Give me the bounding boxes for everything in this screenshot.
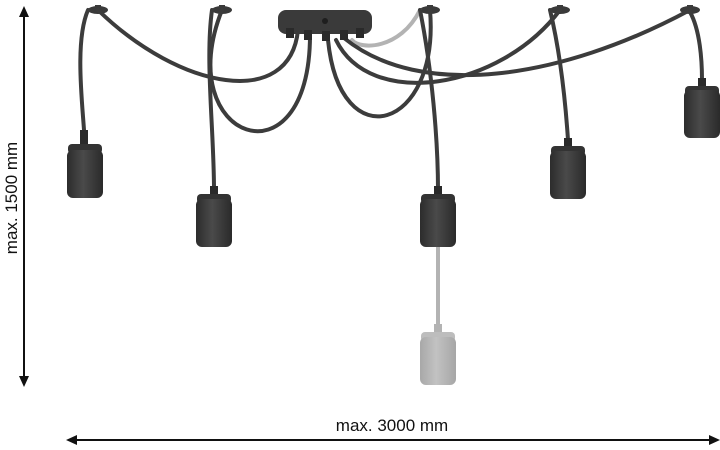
cable (688, 10, 704, 82)
height-arrow-head-bottom (19, 376, 29, 387)
ceiling-hooks (88, 5, 700, 14)
cables (78, 8, 704, 192)
width-dimension: max. 3000 mm (66, 416, 720, 445)
width-arrow-head-right (709, 435, 720, 445)
height-dimension: max. 1500 mm (2, 6, 29, 387)
cable (207, 8, 216, 192)
pendant-1 (67, 130, 103, 198)
width-arrow-head-left (66, 435, 77, 445)
cable (418, 8, 440, 192)
cable (548, 8, 570, 142)
cable (342, 8, 692, 78)
cable (78, 8, 90, 132)
ceiling-canopy (278, 10, 372, 41)
height-arrow-head-top (19, 6, 29, 17)
pendant-5 (684, 78, 720, 138)
width-label: max. 3000 mm (336, 416, 448, 435)
pendant-4 (550, 138, 586, 199)
height-label: max. 1500 mm (2, 142, 21, 254)
pendant-2 (196, 186, 232, 247)
cable (96, 8, 300, 83)
pendant-ghost (420, 324, 456, 385)
ghost-cable (350, 8, 422, 48)
cable (334, 8, 562, 85)
pendant-3 (420, 186, 456, 247)
